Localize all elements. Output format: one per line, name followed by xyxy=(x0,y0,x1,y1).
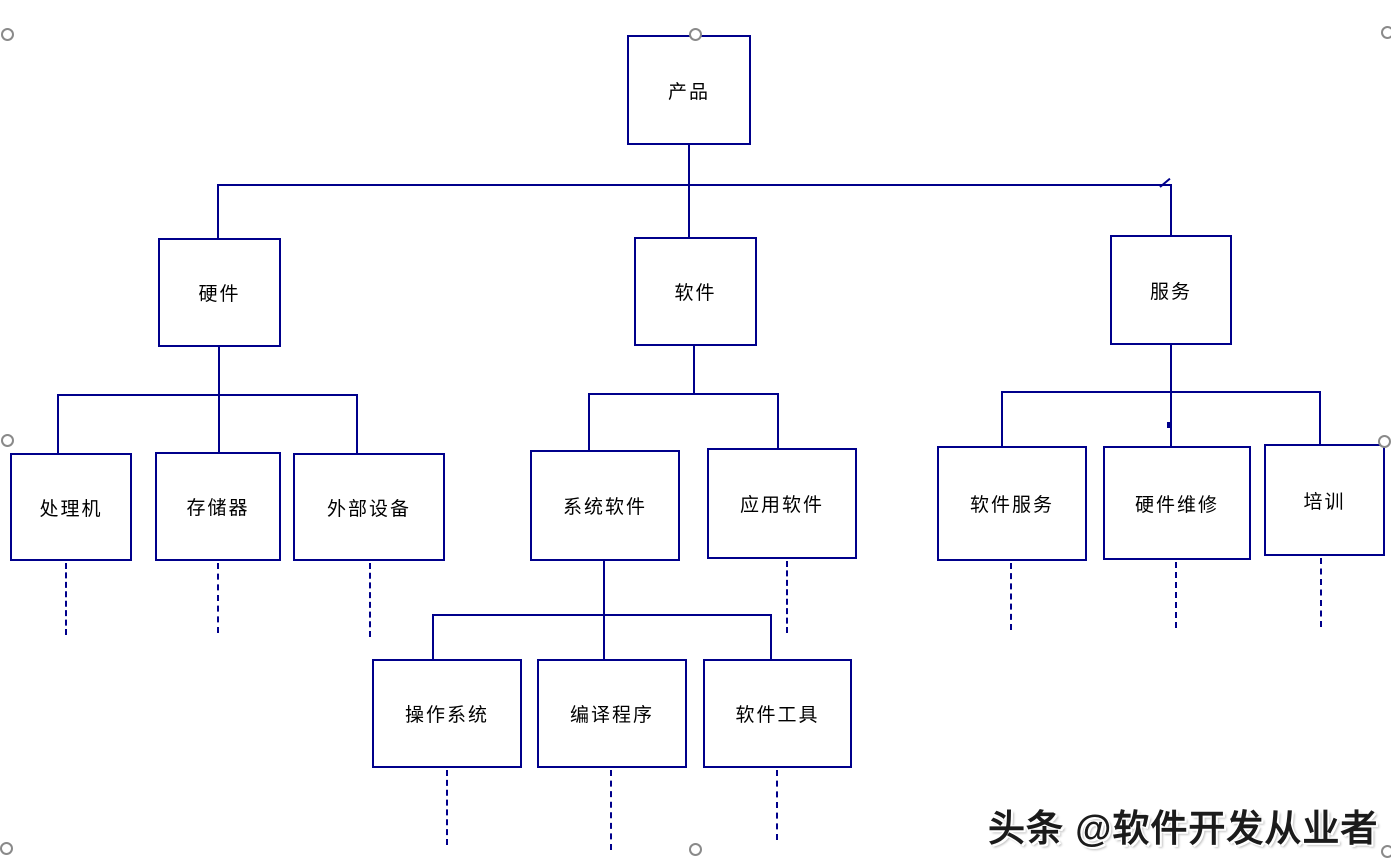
selection-handle-bottom-right[interactable] xyxy=(1381,845,1391,858)
selection-handle-bottom-center[interactable] xyxy=(689,843,702,856)
node-software-service[interactable]: 软件服务 xyxy=(937,446,1087,561)
node-external-devices[interactable]: 外部设备 xyxy=(293,453,445,561)
node-software-tools[interactable]: 软件工具 xyxy=(703,659,852,768)
node-training[interactable]: 培训 xyxy=(1264,444,1385,556)
node-external-devices-label: 外部设备 xyxy=(326,498,411,520)
node-product[interactable]: 产品 xyxy=(627,35,751,145)
connector-line xyxy=(688,184,690,237)
continuation-dashed-line xyxy=(369,563,371,637)
node-system-software[interactable]: 系统软件 xyxy=(530,450,680,561)
watermark-text: 头条 @软件开发从业者 xyxy=(988,808,1379,849)
node-software-tools-label: 软件工具 xyxy=(735,705,820,726)
connector-tick xyxy=(1167,422,1170,428)
node-software-service-label: 软件服务 xyxy=(969,495,1054,516)
node-system-software-label: 系统软件 xyxy=(562,497,647,518)
connector-line xyxy=(1170,184,1172,235)
node-hardware[interactable]: 硬件 xyxy=(158,238,281,347)
connector-line xyxy=(218,347,220,453)
connector-line xyxy=(588,393,590,450)
selection-handle-middle-left[interactable] xyxy=(1,434,14,447)
node-operating-system[interactable]: 操作系统 xyxy=(372,659,522,768)
continuation-dashed-line xyxy=(65,563,67,635)
continuation-dashed-line xyxy=(1010,563,1012,630)
node-operating-system-label: 操作系统 xyxy=(404,705,489,726)
node-training-label: 培训 xyxy=(1303,491,1346,513)
continuation-dashed-line xyxy=(217,563,219,633)
selection-handle-middle-right[interactable] xyxy=(1378,435,1391,448)
continuation-dashed-line xyxy=(776,770,778,840)
node-product-label: 产品 xyxy=(667,81,710,103)
connector-line xyxy=(688,145,690,186)
node-application-software-label: 应用软件 xyxy=(739,495,824,516)
connector-end-slash xyxy=(1159,177,1171,188)
connector-line xyxy=(1170,345,1172,446)
node-hardware-repair[interactable]: 硬件维修 xyxy=(1103,446,1251,560)
connector-line xyxy=(217,184,219,238)
connector-line xyxy=(57,394,59,453)
node-service-label: 服务 xyxy=(1149,281,1192,303)
continuation-dashed-line xyxy=(1320,558,1322,627)
connector-line xyxy=(432,614,772,616)
node-processor[interactable]: 处理机 xyxy=(10,453,132,561)
node-hardware-repair-label: 硬件维修 xyxy=(1134,494,1219,516)
node-compiler-label: 编译程序 xyxy=(569,705,654,726)
node-memory[interactable]: 存储器 xyxy=(155,452,281,561)
connector-line xyxy=(57,394,357,396)
selection-handle-bottom-left[interactable] xyxy=(0,842,13,855)
connector-line xyxy=(356,394,358,453)
selection-handle-top-center[interactable] xyxy=(689,28,702,41)
continuation-dashed-line xyxy=(446,770,448,845)
node-memory-label: 存储器 xyxy=(186,498,250,519)
connector-line xyxy=(217,184,1170,186)
node-compiler[interactable]: 编译程序 xyxy=(537,659,687,768)
continuation-dashed-line xyxy=(610,770,612,850)
node-software[interactable]: 软件 xyxy=(634,237,757,346)
connector-line xyxy=(432,614,434,659)
connector-line xyxy=(603,561,605,659)
connector-line xyxy=(1001,391,1003,446)
connector-line xyxy=(770,614,772,659)
node-hardware-label: 硬件 xyxy=(198,284,241,305)
node-service[interactable]: 服务 xyxy=(1110,235,1232,345)
node-processor-label: 处理机 xyxy=(39,498,103,520)
selection-handle-top-left[interactable] xyxy=(1,28,14,41)
connector-line xyxy=(693,346,695,394)
connector-line xyxy=(1001,391,1320,393)
selection-handle-top-right[interactable] xyxy=(1381,26,1391,39)
node-software-label: 软件 xyxy=(674,283,717,304)
connector-line xyxy=(588,393,779,395)
continuation-dashed-line xyxy=(786,561,788,633)
connector-line xyxy=(777,393,779,448)
node-application-software[interactable]: 应用软件 xyxy=(707,448,857,559)
continuation-dashed-line xyxy=(1175,562,1177,628)
connector-line xyxy=(1319,391,1321,444)
